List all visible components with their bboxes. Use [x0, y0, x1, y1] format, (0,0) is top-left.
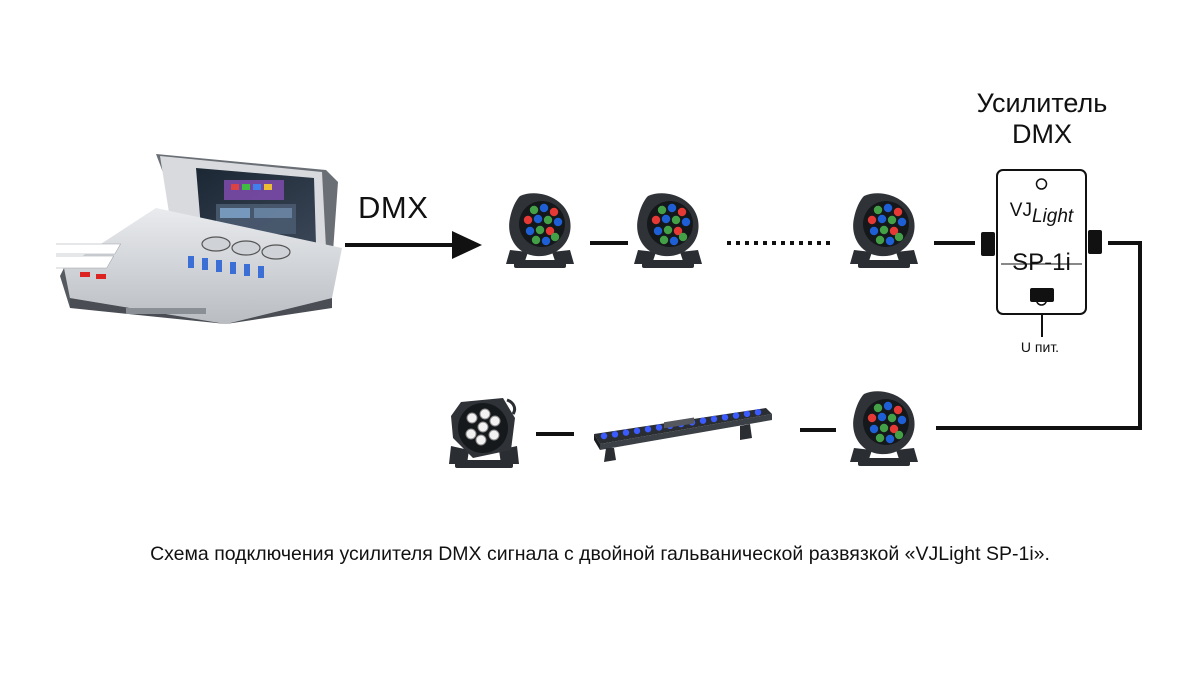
output-connector	[1088, 230, 1102, 254]
amplifier-title-line2: DMX	[1012, 119, 1072, 149]
amplifier-brand: VJLight	[995, 200, 1088, 228]
amplifier-title-line1: Усилитель	[976, 88, 1108, 118]
led-par-icon	[506, 193, 574, 268]
amplifier-device	[996, 169, 1087, 315]
led-par-icon	[850, 391, 918, 466]
dmx-signal-label: DMX	[358, 190, 429, 225]
power-connector	[1030, 288, 1054, 302]
dmx-arrow-head	[452, 231, 482, 259]
amplifier-title: Усилитель DMX	[930, 88, 1154, 150]
led-bar-icon	[594, 408, 772, 462]
diagram-caption: Схема подключения усилителя DMX сигнала …	[150, 543, 1050, 565]
amplifier-model: SP-1i	[1012, 249, 1071, 276]
spot-7led-icon	[449, 398, 519, 468]
lighting-console-icon	[56, 154, 342, 324]
led-par-icon	[634, 193, 702, 268]
power-label: U пит.	[1020, 339, 1060, 355]
led-par-icon	[850, 193, 918, 268]
input-connector	[981, 232, 995, 256]
amp-output-line	[936, 241, 1142, 430]
brand-main: VJ	[1009, 200, 1032, 221]
brand-sub: Light	[1031, 206, 1074, 227]
